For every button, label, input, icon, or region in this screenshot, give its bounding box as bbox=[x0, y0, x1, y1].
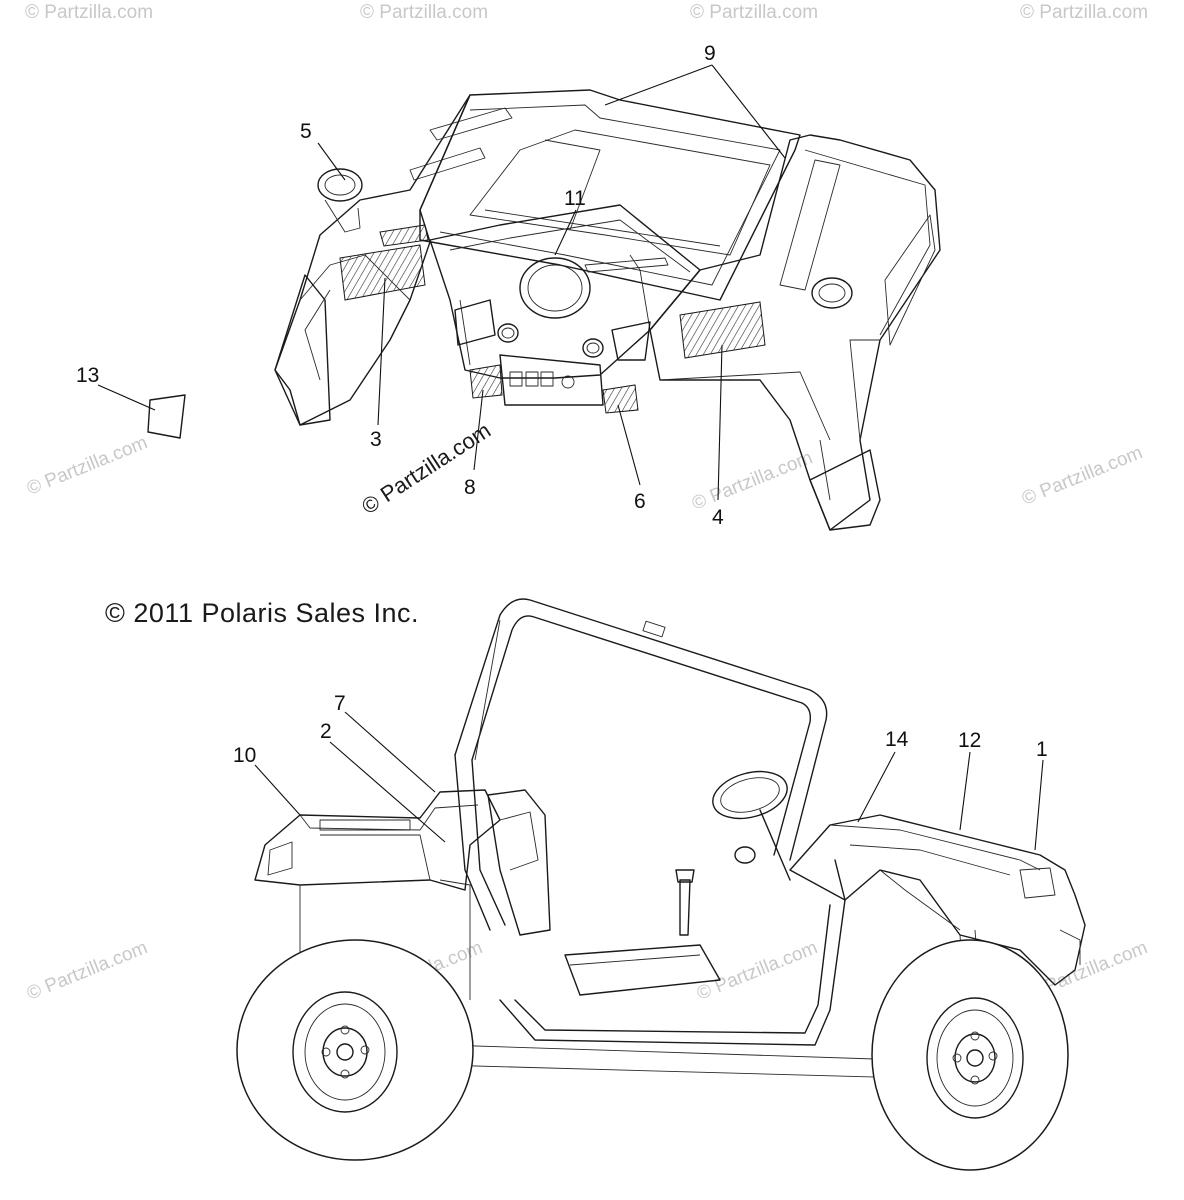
copyright-text: © 2011 Polaris Sales Inc. bbox=[105, 598, 419, 628]
watermark: © Partzilla.com bbox=[24, 937, 151, 1004]
loose-decal bbox=[147, 394, 186, 439]
watermark: © Partzilla.com bbox=[25, 2, 153, 23]
callout-4: 4 bbox=[712, 506, 724, 529]
callout-2: 2 bbox=[320, 720, 332, 743]
callout-14: 14 bbox=[885, 728, 909, 751]
watermark-layer: © Partzilla.com © Partzilla.com © Partzi… bbox=[24, 2, 1151, 1005]
callout-11: 11 bbox=[564, 187, 586, 210]
callout-10: 10 bbox=[233, 744, 256, 767]
bottom-leaders bbox=[254, 711, 1044, 851]
callout-12: 12 bbox=[958, 729, 981, 752]
callout-1: 1 bbox=[1036, 738, 1048, 761]
watermark: © Partzilla.com bbox=[694, 937, 821, 1004]
callout-3: 3 bbox=[370, 428, 382, 451]
callout-9: 9 bbox=[704, 42, 716, 65]
watermark: © Partzilla.com bbox=[24, 432, 151, 499]
watermark: © Partzilla.com bbox=[1019, 442, 1146, 509]
watermark: © Partzilla.com bbox=[1020, 2, 1148, 23]
watermark: © Partzilla.com bbox=[360, 2, 488, 23]
callout-6: 6 bbox=[634, 490, 646, 513]
vehicle-side-view bbox=[236, 598, 1086, 1171]
watermark: © Partzilla.com bbox=[689, 447, 816, 514]
callout-7: 7 bbox=[334, 692, 346, 715]
hood-dash-assembly bbox=[274, 89, 941, 531]
top-leaders bbox=[97, 64, 786, 501]
callout-5: 5 bbox=[300, 120, 312, 143]
callout-labels: 5 9 11 13 3 8 6 4 7 2 10 14 12 1 bbox=[76, 42, 1048, 767]
watermark: © Partzilla.com bbox=[690, 2, 818, 23]
callout-8: 8 bbox=[464, 476, 476, 499]
callout-13: 13 bbox=[76, 364, 99, 387]
